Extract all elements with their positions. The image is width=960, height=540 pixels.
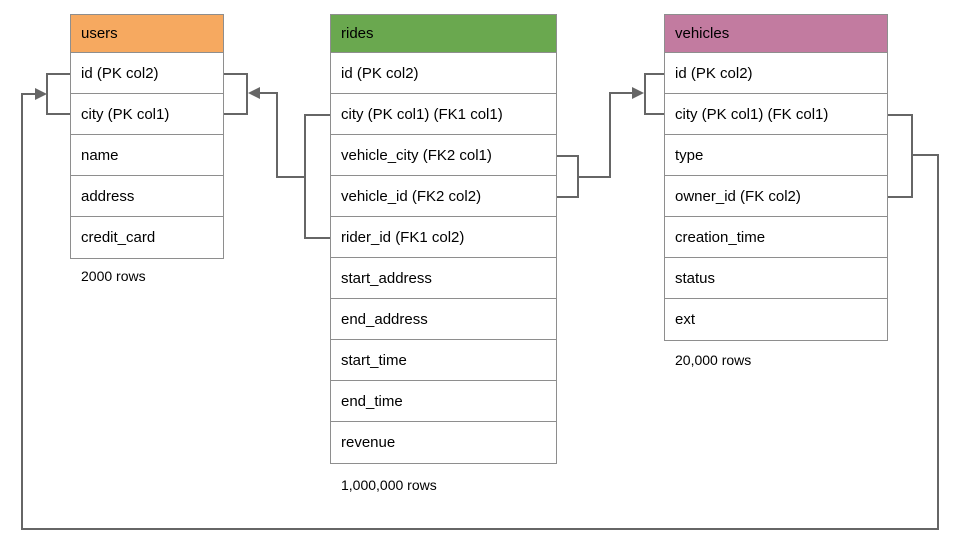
vehicles-fk-bracket	[886, 114, 913, 198]
table-row: type	[665, 135, 887, 176]
table-row: end_address	[331, 299, 556, 340]
row-count-rides: 1,000,000 rows	[341, 477, 437, 493]
table-row: id (PK col2)	[71, 53, 223, 94]
table-row: credit_card	[81, 229, 156, 246]
table-rows-rides: id (PK col2)city (PK col1) (FK1 col1)veh…	[331, 53, 556, 463]
table-row: revenue	[341, 434, 396, 451]
table-row: city (PK col1) (FK1 col1)	[331, 94, 556, 135]
users-pk-bracket	[222, 73, 248, 115]
table-row: city (PK col1)	[71, 94, 223, 135]
table-row: end_time	[331, 381, 556, 422]
table-row: vehicle_city (FK2 col1)	[331, 135, 556, 176]
table-row: id (PK col2)	[331, 53, 556, 94]
relationship-rides-to-vehicles	[555, 73, 664, 198]
arrowhead-icon	[35, 88, 47, 100]
table-row: city (PK col1) (FK col1)	[665, 94, 887, 135]
table-row: status	[665, 258, 887, 299]
table-row: name	[71, 135, 223, 176]
table-row: vehicle_id (FK2 col2)	[331, 176, 556, 217]
table-vehicles: vehicles id (PK col2)city (PK col1) (FK …	[664, 14, 888, 341]
table-row: id (PK col2)	[665, 53, 887, 94]
arrowhead-icon	[248, 87, 260, 99]
arrowhead-icon	[632, 87, 644, 99]
rides-fk2-bracket	[555, 155, 579, 198]
table-rows-vehicles: id (PK col2)city (PK col1) (FK col1)type…	[665, 53, 887, 340]
users-pk-bracket	[46, 73, 70, 115]
table-row: ext	[675, 311, 696, 328]
table-header-users: users	[71, 15, 223, 53]
table-row: owner_id (FK col2)	[665, 176, 887, 217]
table-row: start_address	[331, 258, 556, 299]
row-count-vehicles: 20,000 rows	[675, 352, 752, 368]
table-row: rider_id (FK1 col2)	[331, 217, 556, 258]
table-row: creation_time	[665, 217, 887, 258]
connector-line	[259, 92, 305, 178]
relationship-rides-to-users	[222, 73, 330, 239]
rides-fk1-bracket	[304, 114, 330, 239]
table-header-vehicles: vehicles	[665, 15, 887, 53]
row-count-users: 2000 rows	[81, 268, 146, 284]
table-rides: rides id (PK col2)city (PK col1) (FK1 co…	[330, 14, 557, 464]
connector-line	[578, 92, 632, 178]
vehicles-pk-bracket	[644, 73, 664, 115]
table-row: address	[71, 176, 223, 217]
table-header-rides: rides	[331, 15, 556, 53]
table-row: start_time	[331, 340, 556, 381]
